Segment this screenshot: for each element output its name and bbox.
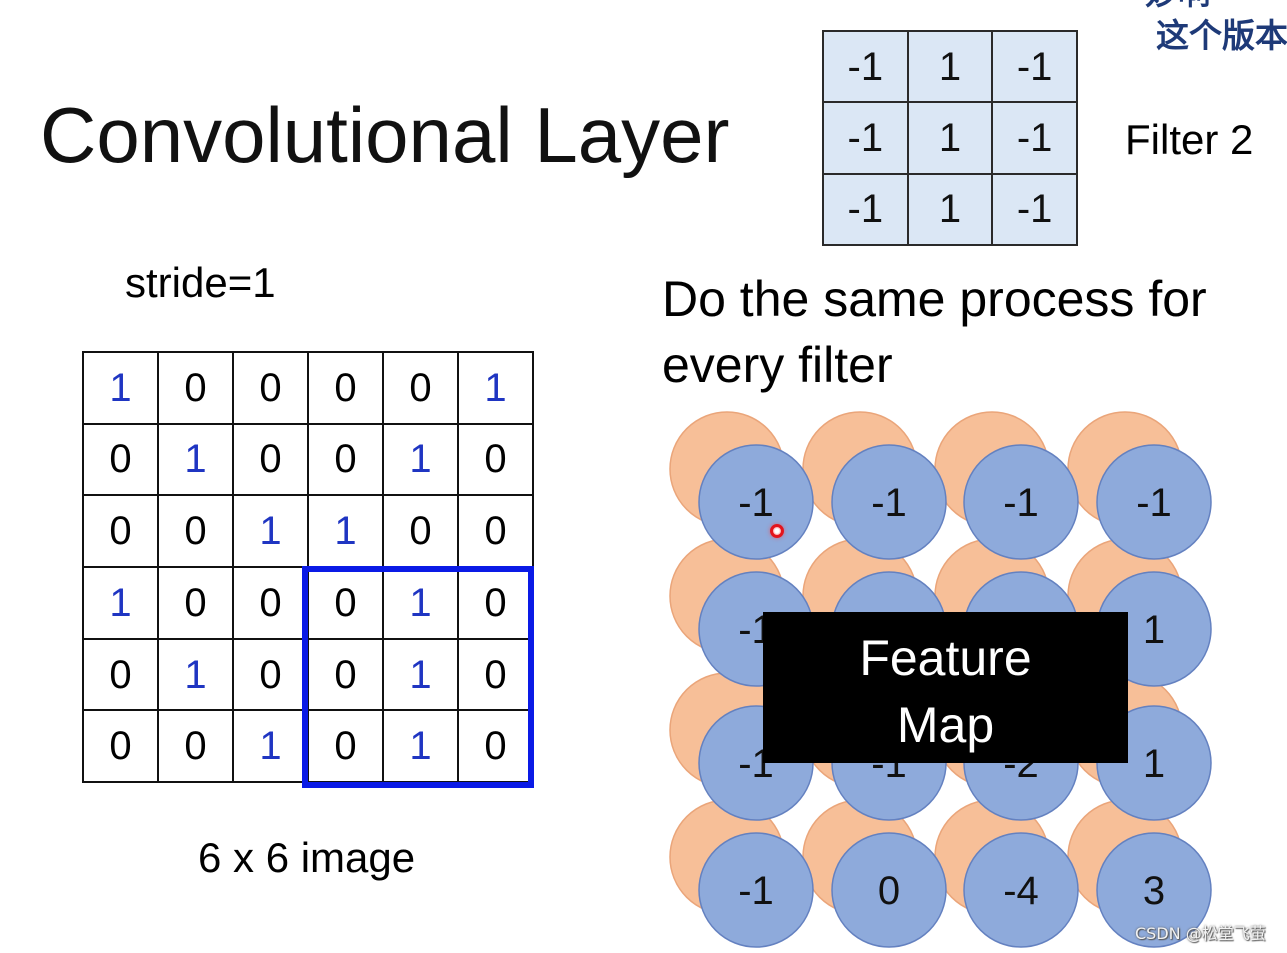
image-cell: 0 bbox=[307, 422, 384, 497]
filter-cell: 1 bbox=[906, 172, 994, 246]
image-cell: 1 bbox=[157, 422, 234, 497]
image-cell: 1 bbox=[382, 709, 459, 783]
feature-value: 1 bbox=[1143, 608, 1165, 652]
feature-circle bbox=[698, 444, 814, 560]
feature-circle bbox=[963, 832, 1079, 948]
feature-value: -1 bbox=[738, 481, 774, 525]
image-cell: 0 bbox=[157, 351, 234, 425]
feature-value: -1 bbox=[1003, 481, 1039, 525]
danmaku-overlay: 妙啊 这个版本 bbox=[1140, 0, 1287, 60]
description-line: Do the same process for bbox=[662, 271, 1207, 327]
feature-value: 3 bbox=[1143, 869, 1165, 913]
image-cell: 1 bbox=[82, 566, 159, 640]
image-cell: 0 bbox=[307, 566, 384, 640]
image-cell: 0 bbox=[82, 637, 159, 712]
watermark: CSDN @松堂飞萤 bbox=[1135, 924, 1266, 943]
image-cell: 1 bbox=[457, 351, 534, 425]
laser-pointer-dot bbox=[770, 524, 784, 538]
stride-label: stride=1 bbox=[125, 259, 276, 306]
feature-value: -4 bbox=[1003, 869, 1039, 913]
image-cell: 1 bbox=[232, 709, 309, 783]
image-cell: 0 bbox=[157, 566, 234, 640]
feature-circle bbox=[698, 832, 814, 948]
image-cell: 0 bbox=[232, 566, 309, 640]
feature-circle bbox=[1096, 444, 1212, 560]
image-caption: 6 x 6 image bbox=[198, 834, 416, 881]
feature-circle bbox=[963, 444, 1079, 560]
image-cell: 0 bbox=[307, 637, 384, 712]
description: Do the same process for every filter bbox=[662, 266, 1207, 398]
feature-map-label-box: Feature Map bbox=[763, 612, 1128, 763]
filter-cell: -1 bbox=[822, 172, 909, 246]
image-cell: 0 bbox=[457, 566, 534, 640]
receptive-field-highlight bbox=[302, 566, 534, 788]
image-cell: 0 bbox=[82, 709, 159, 783]
image-cell: 0 bbox=[232, 637, 309, 712]
feature-map-label-line: Map bbox=[896, 697, 995, 753]
image-cell: 0 bbox=[457, 637, 534, 712]
image-cell: 0 bbox=[382, 351, 459, 425]
image-cell: 0 bbox=[232, 351, 309, 425]
image-cell: 1 bbox=[382, 637, 459, 712]
feature-value: -1 bbox=[738, 869, 774, 913]
feature-circle bbox=[1096, 832, 1212, 948]
danmaku-comment: 妙啊 bbox=[1145, 0, 1211, 13]
filter-label: Filter 2 bbox=[1125, 116, 1254, 163]
image-cell: 0 bbox=[457, 494, 534, 568]
filter-cell: 1 bbox=[906, 101, 994, 175]
feature-value: 0 bbox=[878, 869, 900, 913]
image-cell: 0 bbox=[307, 351, 384, 425]
feature-value: -1 bbox=[871, 481, 907, 525]
filter-cell: -1 bbox=[822, 101, 909, 175]
feature-map-label-line: Feature bbox=[859, 630, 1032, 686]
description-line: every filter bbox=[662, 337, 893, 393]
filter-cell: -1 bbox=[991, 172, 1078, 246]
feature-value: 1 bbox=[1143, 742, 1165, 786]
filter-cell: -1 bbox=[822, 30, 909, 104]
image-cell: 0 bbox=[457, 709, 534, 783]
feature-circle bbox=[831, 444, 947, 560]
slide-title: Convolutional Layer bbox=[40, 91, 730, 179]
feature-circle bbox=[831, 832, 947, 948]
danmaku-comment: 这个版本 bbox=[1156, 16, 1287, 55]
image-cell: 0 bbox=[82, 494, 159, 568]
feature-value: -1 bbox=[1136, 481, 1172, 525]
